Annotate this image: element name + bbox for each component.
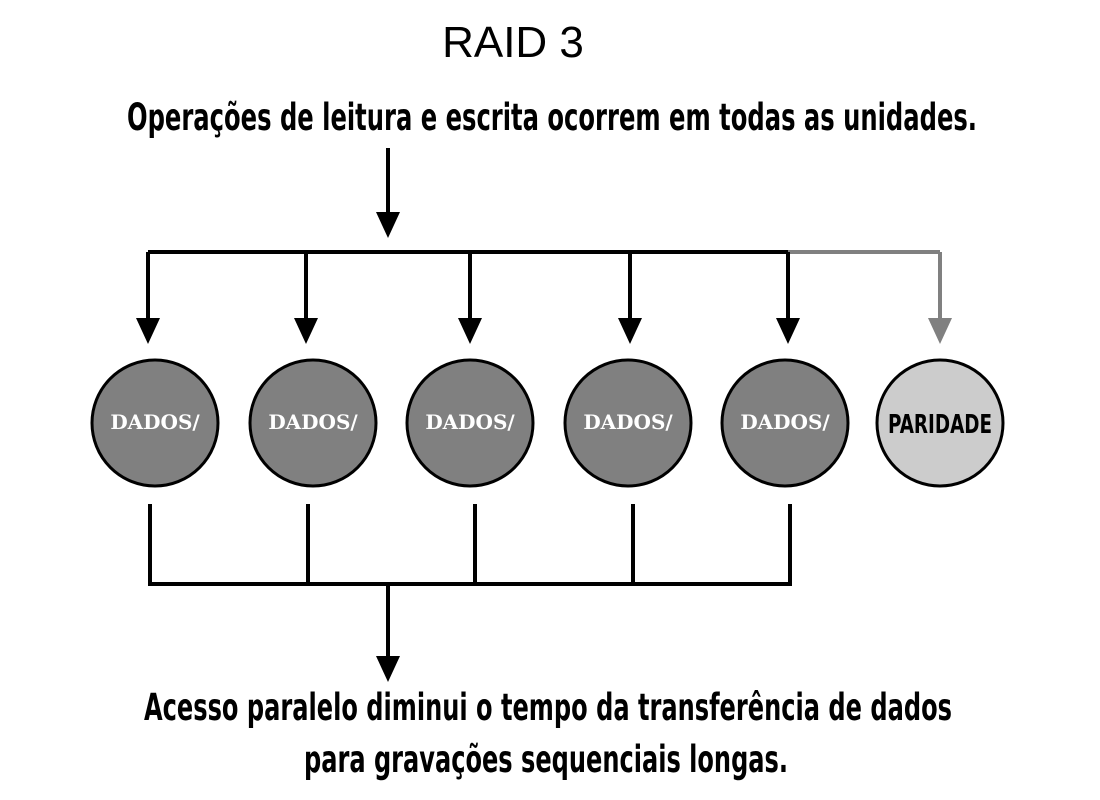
disk-circle [720,358,850,488]
disk-feed-arrows [136,252,952,344]
disk-feed-arrowhead-5 [776,318,800,344]
disk-circle [248,358,378,488]
data-disk-5: DADOS/ [720,358,850,488]
disk-label: PARIDADE [888,410,992,440]
top-caption: Operações de leitura e escrita ocorrem e… [127,96,977,139]
disk-label: DADOS/ [425,410,515,434]
disk-circle [563,358,693,488]
disk-feed-arrowhead-4 [618,318,642,344]
disk-label: DADOS/ [268,410,358,434]
disk-feed-arrowhead-3 [458,318,482,344]
disk-label: DADOS/ [583,410,673,434]
data-disk-1: DADOS/ [90,358,220,488]
data-disk-2: DADOS/ [248,358,378,488]
parity-disk: PARIDADE [875,358,1005,488]
output-arrowhead [376,656,400,682]
disk-feed-arrowhead-2 [294,318,318,344]
disk-circle [90,358,220,488]
disk-feed-arrowhead-6 [928,318,952,344]
data-disk-3: DADOS/ [405,358,535,488]
disk-circle [405,358,535,488]
read-bus [148,504,792,682]
bottom-caption-line-2: para gravações sequenciais longas. [304,738,788,781]
feed-arrowhead [376,212,400,238]
disk-feed-arrowhead-1 [136,318,160,344]
diagram-title: RAID 3 [442,18,584,67]
disk-circle [875,358,1005,488]
write-bus [148,148,940,254]
disk-array: DADOS/DADOS/DADOS/DADOS/DADOS/PARIDADE [90,358,1005,488]
disk-label: DADOS/ [110,410,200,434]
bottom-caption-line-1: Acesso paralelo diminui o tempo da trans… [144,686,952,729]
disk-label: DADOS/ [740,410,830,434]
data-disk-4: DADOS/ [563,358,693,488]
